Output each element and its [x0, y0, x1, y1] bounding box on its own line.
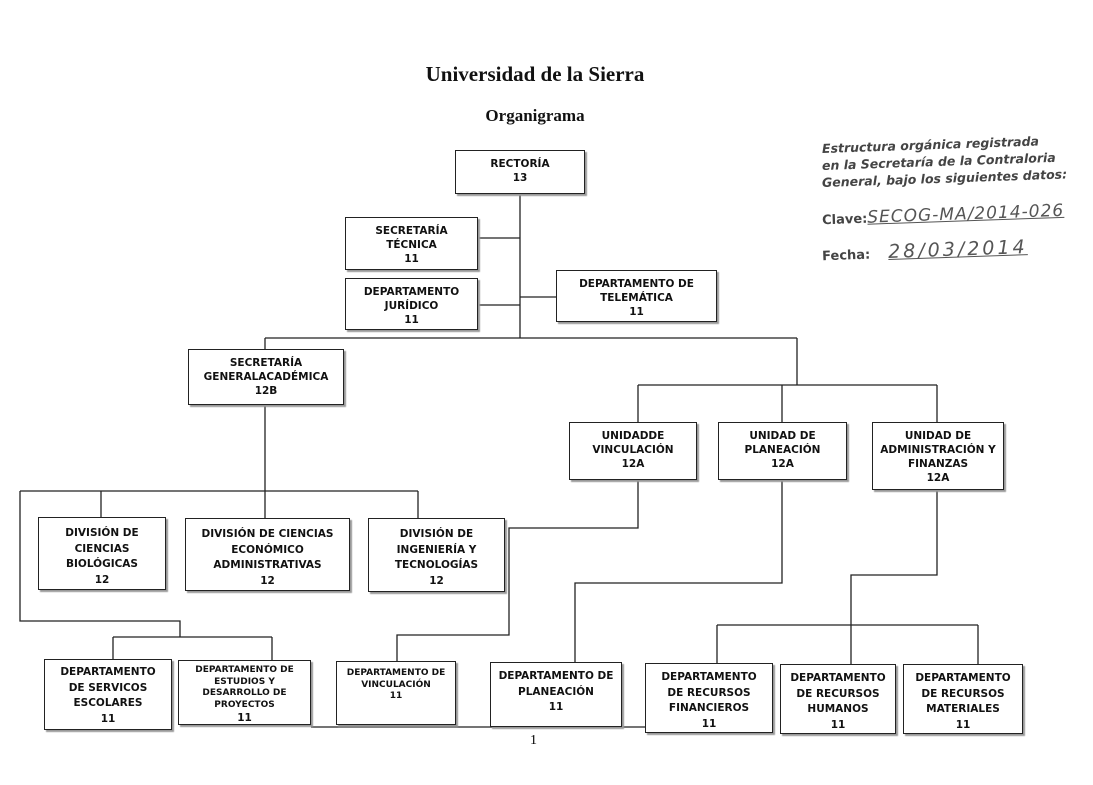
unit-box-juridico: DEPARTAMENTO JURÍDICO 11 — [345, 278, 478, 330]
unit-box-unidad-administracion: UNIDAD DE ADMINISTRACIÓN Y FINANZAS 12A — [872, 422, 1004, 490]
unit-code: 11 — [830, 718, 846, 731]
unit-name: UNIDAD DE PLANEACIÓN — [744, 430, 821, 456]
page-title: Universidad de la Sierra — [425, 62, 645, 86]
unit-box-unidad-planeacion: UNIDAD DE PLANEACIÓN 12A — [718, 422, 847, 480]
unit-box-servicios-escolares: DEPARTAMENTO DE SERVICOS ESCOLARES 11 — [44, 659, 172, 730]
registration-stamp: Estructura orgánica registrada en la Sec… — [822, 133, 1068, 264]
unit-code: 12 — [429, 574, 444, 587]
unit-code: 11 — [389, 691, 403, 701]
unit-name: DIVISIÓN DE CIENCIAS ECONÓMICO ADMINISTR… — [201, 528, 334, 571]
clave-value: SECOG-MA/2014-026 — [866, 200, 1065, 228]
unit-name: DEPARTAMENTO DE PLANEACIÓN — [498, 670, 614, 698]
unit-box-recursos-financieros: DEPARTAMENTO DE RECURSOS FINANCIEROS 11 — [645, 663, 773, 733]
unit-code: 13 — [512, 172, 528, 184]
unit-code: 12A — [771, 458, 794, 470]
unit-box-unidad-vinculacion: UNIDADDE VINCULACIÓN 12A — [569, 422, 697, 480]
unit-box-division-ingenieria: DIVISIÓN DE INGENIERÍA Y TECNOLOGÍAS 12 — [368, 518, 505, 592]
unit-box-estudios-proyectos: DEPARTAMENTO DE ESTUDIOS Y DESARROLLO DE… — [178, 660, 311, 725]
unit-box-rectoria: RECTORÍA 13 — [455, 150, 585, 194]
unit-name: DEPARTAMENTO DE RECURSOS FINANCIEROS — [661, 671, 757, 714]
unit-name: UNIDADDE VINCULACIÓN — [592, 430, 674, 456]
unit-box-telematica: DEPARTAMENTO DE TELEMÁTICA 11 — [556, 270, 717, 322]
unit-code: 12B — [254, 385, 278, 397]
unit-code: 11 — [548, 701, 564, 713]
connector — [396, 480, 639, 661]
unit-code: 11 — [404, 253, 419, 265]
unit-name: DEPARTAMENTO DE SERVICOS ESCOLARES — [60, 666, 156, 709]
unit-code: 12 — [260, 574, 275, 587]
unit-name: DEPARTAMENTO DE ESTUDIOS Y DESARROLLO DE… — [195, 665, 294, 710]
unit-name: DEPARTAMENTO DE RECURSOS MATERIALES — [915, 672, 1011, 715]
unit-code: 11 — [701, 717, 717, 730]
unit-name: SECRETARÍA TÉCNICA — [375, 225, 448, 251]
page-number: 1 — [530, 733, 537, 748]
stamp-fecha: Fecha: 28/03/2014 — [822, 235, 1068, 266]
unit-code: 12 — [94, 573, 110, 586]
unit-name: DIVISIÓN DE INGENIERÍA Y TECNOLOGÍAS — [394, 528, 479, 571]
unit-name: RECTORÍA — [490, 158, 550, 170]
unit-code: 11 — [100, 712, 116, 725]
unit-name: DEPARTAMENTO DE TELEMÁTICA — [579, 278, 694, 304]
unit-box-recursos-materiales: DEPARTAMENTO DE RECURSOS MATERIALES 11 — [903, 664, 1023, 734]
unit-box-secretaria-tecnica: SECRETARÍA TÉCNICA 11 — [345, 217, 478, 270]
unit-code: 11 — [237, 712, 252, 724]
fecha-value: 28/03/2014 — [887, 236, 1028, 263]
fecha-label: Fecha: — [821, 247, 871, 265]
unit-code: 12A — [621, 458, 645, 470]
connector — [574, 480, 783, 662]
clave-label: Clave: — [821, 211, 868, 229]
connector — [264, 193, 938, 422]
unit-code: 11 — [629, 306, 644, 318]
unit-code: 12A — [926, 472, 950, 484]
connector — [716, 490, 979, 664]
stamp-clave: Clave:SECOG-MA/2014-026 — [822, 201, 1068, 230]
connector — [19, 405, 419, 660]
unit-name: DEPARTAMENTO JURÍDICO — [363, 286, 460, 312]
unit-code: 11 — [955, 718, 971, 731]
unit-box-dep-planeacion: DEPARTAMENTO DE PLANEACIÓN 11 — [490, 662, 622, 727]
unit-code: 11 — [404, 314, 419, 326]
unit-box-secretaria-academica: SECRETARÍA GENERALACADÉMICA 12B — [188, 349, 344, 405]
unit-name: DEPARTAMENTO DE VINCULACIÓN — [346, 668, 446, 690]
unit-box-recursos-humanos: DEPARTAMENTO DE RECURSOS HUMANOS 11 — [780, 664, 896, 734]
unit-name: DEPARTAMENTO DE RECURSOS HUMANOS — [790, 672, 886, 715]
unit-name: SECRETARÍA GENERALACADÉMICA — [203, 357, 329, 383]
unit-box-division-economico: DIVISIÓN DE CIENCIAS ECONÓMICO ADMINISTR… — [185, 518, 350, 591]
unit-name: UNIDAD DE ADMINISTRACIÓN Y FINANZAS — [880, 430, 996, 470]
unit-name: DIVISIÓN DE CIENCIAS BIOLÓGICAS — [65, 527, 139, 570]
page-subtitle: Organigrama — [485, 106, 585, 125]
unit-box-division-biologicas: DIVISIÓN DE CIENCIAS BIOLÓGICAS 12 — [38, 517, 166, 590]
